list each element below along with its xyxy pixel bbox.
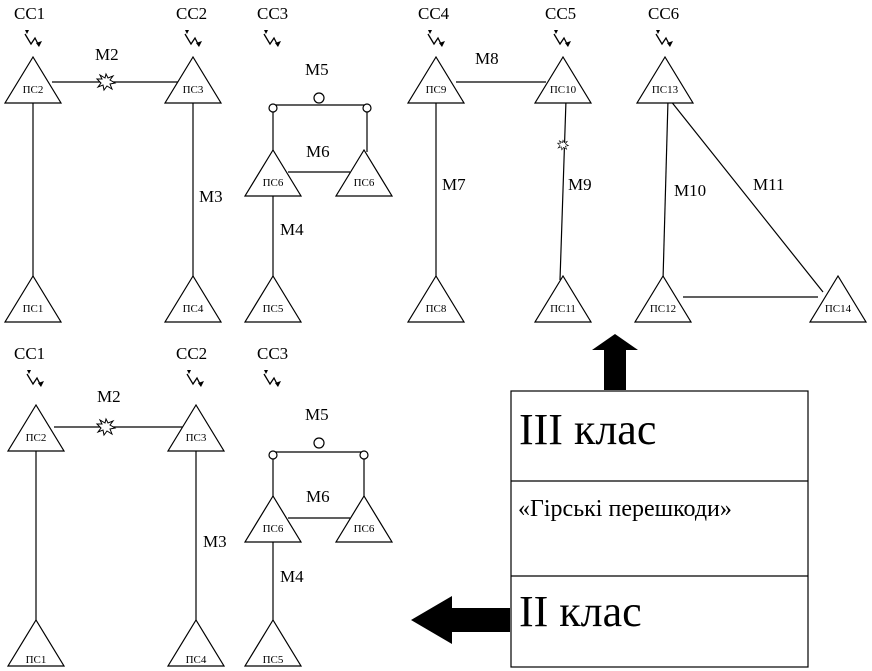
svg-text:ПС8: ПС8: [426, 303, 447, 315]
svg-text:ПС13: ПС13: [652, 84, 679, 96]
obstacle-label: «Гірські перешкоди»: [518, 496, 732, 522]
node-ps9: ПС9: [406, 55, 466, 104]
link-label-m4-bottom: М4: [280, 567, 304, 586]
obstacle-burst-m2-top: [96, 73, 116, 91]
class-3-label: III клас: [519, 405, 656, 454]
svg-text:ПС6: ПС6: [354, 177, 375, 189]
node-ps4-bottom: ПС4: [166, 618, 226, 667]
m5-circle-top-right: [362, 103, 372, 113]
link-label-m5-top: М5: [305, 60, 329, 79]
node-ps13: ПС13: [635, 55, 695, 104]
station-label-cc1-bottom: СС1: [14, 344, 45, 363]
node-ps10: ПС10: [533, 55, 593, 104]
arrow-up-icon: [592, 334, 638, 390]
node-ps11: ПС11: [533, 274, 593, 323]
svg-text:ПС11: ПС11: [550, 303, 576, 315]
svg-text:ПС5: ПС5: [263, 654, 284, 666]
node-ps3-top: ПС3: [163, 55, 223, 104]
link-label-m10: М10: [674, 181, 706, 200]
node-ps12: ПС12: [633, 274, 693, 323]
obstacle-burst-m2-bottom: [96, 418, 116, 436]
station-label-cc5-top: СС5: [545, 4, 576, 23]
node-ps6a-top: ПС6: [243, 148, 303, 197]
svg-text:ПС4: ПС4: [183, 303, 204, 315]
m5-circle-top-left: [268, 103, 278, 113]
antenna-icon-cc2-bottom: [186, 369, 205, 388]
link-label-m4-top: М4: [280, 220, 304, 239]
svg-text:ПС12: ПС12: [650, 303, 676, 315]
link-label-m2-bottom: М2: [97, 387, 121, 406]
m5-circle-bottom-center: [313, 437, 325, 449]
node-ps2-top: ПС2: [3, 55, 63, 104]
node-ps5-bottom: ПС5: [243, 618, 303, 667]
antenna-icon-cc3-bottom: [263, 369, 282, 388]
node-ps1-bottom: ПС1: [6, 618, 66, 667]
link-label-m5-bottom: М5: [305, 405, 329, 424]
antenna-icon-cc1-top: [24, 29, 43, 48]
obstacle-burst-m9: [557, 139, 569, 151]
node-ps6b-top: ПС6: [334, 148, 394, 197]
link-label-m7: М7: [442, 175, 466, 194]
class-2-label: II клас: [519, 587, 642, 636]
m5-circle-bottom-right: [359, 450, 369, 460]
station-label-cc1-top: СС1: [14, 4, 45, 23]
antenna-icon-cc5-top: [553, 29, 572, 48]
node-ps4-top: ПС4: [163, 274, 223, 323]
link-label-m2-top: М2: [95, 45, 119, 64]
svg-text:ПС3: ПС3: [186, 432, 207, 444]
link-label-m3-bottom: М3: [203, 532, 227, 551]
svg-text:ПС6: ПС6: [263, 177, 284, 189]
svg-text:ПС1: ПС1: [23, 303, 44, 315]
node-ps6a-bottom: ПС6: [243, 494, 303, 543]
antenna-icon-cc3-top: [263, 29, 282, 48]
node-ps14: ПС14: [808, 274, 868, 323]
link-label-m9: М9: [568, 175, 592, 194]
link-label-m11: М11: [753, 175, 785, 194]
node-ps1-top: ПС1: [3, 274, 63, 323]
svg-text:ПС6: ПС6: [263, 523, 284, 535]
antenna-icon-cc1-bottom: [26, 369, 45, 388]
svg-text:ПС9: ПС9: [426, 84, 447, 96]
svg-text:ПС3: ПС3: [183, 84, 204, 96]
svg-text:ПС5: ПС5: [263, 303, 284, 315]
station-label-cc6-top: СС6: [648, 4, 679, 23]
svg-text:ПС4: ПС4: [186, 654, 207, 666]
station-label-cc2-bottom: СС2: [176, 344, 207, 363]
antenna-icon-cc6-top: [655, 29, 674, 48]
node-ps3-bottom: ПС3: [166, 403, 226, 452]
station-label-cc4-top: СС4: [418, 4, 450, 23]
arrow-left-icon-shape: [411, 596, 510, 644]
station-label-cc2-top: СС2: [176, 4, 207, 23]
svg-text:ПС1: ПС1: [26, 654, 47, 666]
svg-text:ПС2: ПС2: [26, 432, 47, 444]
svg-text:ПС2: ПС2: [23, 84, 44, 96]
m5-circle-bottom-left: [268, 450, 278, 460]
m5-circle-top-center: [313, 92, 325, 104]
svg-text:ПС6: ПС6: [354, 523, 375, 535]
node-ps5-top: ПС5: [243, 274, 303, 323]
station-label-cc3-bottom: СС3: [257, 344, 288, 363]
antenna-icon-cc2-top: [184, 29, 203, 48]
link-label-m3-top: М3: [199, 187, 223, 206]
station-label-cc3-top: СС3: [257, 4, 288, 23]
node-ps2-bottom: ПС2: [6, 403, 66, 452]
link-label-m8: М8: [475, 49, 499, 68]
svg-text:ПС10: ПС10: [550, 84, 577, 96]
antenna-icon-cc4-top: [427, 29, 446, 48]
svg-text:ПС14: ПС14: [825, 303, 852, 315]
node-ps8: ПС8: [406, 274, 466, 323]
link-label-m6-top: М6: [306, 142, 330, 161]
class-legend-box: III клас «Гірські перешкоди» II клас: [510, 390, 809, 668]
link-label-m6-bottom: М6: [306, 487, 330, 506]
node-ps6b-bottom: ПС6: [334, 494, 394, 543]
